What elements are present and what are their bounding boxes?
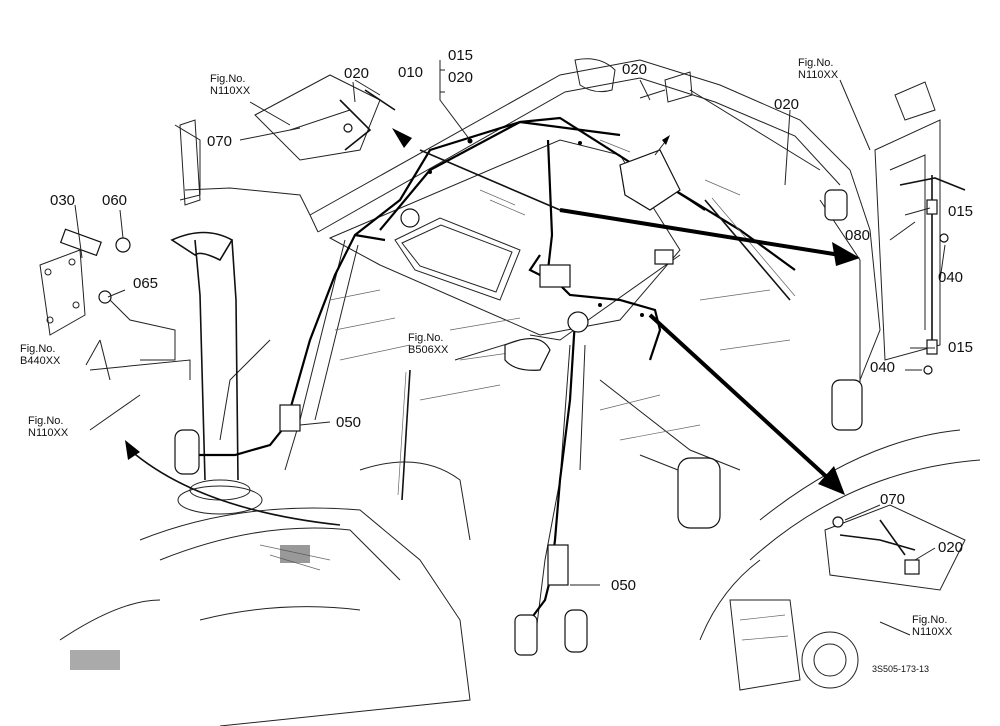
rear-fender-wheel (699, 429, 981, 691)
lower-right-inset-panel (824, 504, 966, 591)
top-left-inset-panel (254, 74, 396, 161)
cab-roof-outline (174, 59, 881, 381)
left-inset-bracket (39, 228, 191, 381)
part-label-050-bottom: 050 (611, 577, 637, 594)
part-label-040-bottom: 040 (870, 359, 896, 376)
part-label-010: 010 (398, 64, 424, 81)
fig-ref-bottom-right-line2: N110XX (912, 626, 953, 638)
wiring-harness (195, 116, 796, 646)
fig-ref-left-low: Fig.No. N110XX (28, 415, 68, 439)
fig-ref-top-right-line2: N110XX (798, 69, 839, 81)
wipers (397, 197, 796, 501)
fig-ref-left-mid-line1: Fig.No. (20, 343, 56, 355)
part-label-050-left: 050 (336, 414, 362, 431)
fig-ref-center-line1: Fig.No. (408, 332, 444, 344)
glass-hatching (329, 139, 791, 441)
part-label-065: 065 (133, 275, 159, 292)
fig-ref-left-mid: Fig.No. B440XX (20, 343, 60, 367)
right-inset-detail (874, 81, 966, 375)
part-label-020-mid: 020 (622, 61, 648, 78)
fig-ref-top-left: Fig.No. N110XX (210, 73, 250, 97)
part-label-070-right: 070 (880, 491, 906, 508)
fig-ref-left-low-line1: Fig.No. (28, 415, 64, 427)
fig-ref-top-right-line1: Fig.No. (798, 57, 834, 69)
fig-ref-left-mid-line2: B440XX (20, 355, 61, 367)
harness-components (174, 149, 863, 656)
callout-arrows (125, 128, 860, 526)
part-label-030: 030 (50, 192, 76, 209)
part-label-020-left: 020 (344, 65, 370, 82)
part-label-040-mid: 040 (938, 269, 964, 286)
part-label-020-lower-right: 020 (938, 539, 964, 556)
fig-ref-bottom-right-line1: Fig.No. (912, 614, 948, 626)
tractor-hood (59, 461, 471, 726)
part-label-080: 080 (845, 227, 871, 244)
drawing-code: 3S505-173-13 (872, 664, 930, 674)
fig-ref-left-low-line2: N110XX (28, 427, 69, 439)
part-label-015-top: 015 (448, 47, 474, 64)
fig-ref-top-right: Fig.No. N110XX (798, 57, 838, 81)
fig-ref-top-left-line1: Fig.No. (210, 73, 246, 85)
part-label-015-right-bottom: 015 (948, 339, 974, 356)
part-label-015-right-top: 015 (948, 203, 974, 220)
part-label-070-left: 070 (207, 133, 233, 150)
part-label-020-right: 020 (774, 96, 800, 113)
leader-lines (74, 60, 946, 636)
part-label-060: 060 (102, 192, 128, 209)
fig-ref-center-line2: B506XX (408, 344, 449, 356)
top-bracket (574, 58, 821, 171)
fig-ref-top-left-line2: N110XX (210, 85, 251, 97)
fig-ref-bottom-right: Fig.No. N110XX (912, 614, 952, 638)
connector-dots (428, 138, 644, 317)
part-label-020-top: 020 (448, 69, 474, 86)
fig-ref-center: Fig.No. B506XX (408, 332, 448, 356)
side-mirrors (179, 119, 721, 529)
